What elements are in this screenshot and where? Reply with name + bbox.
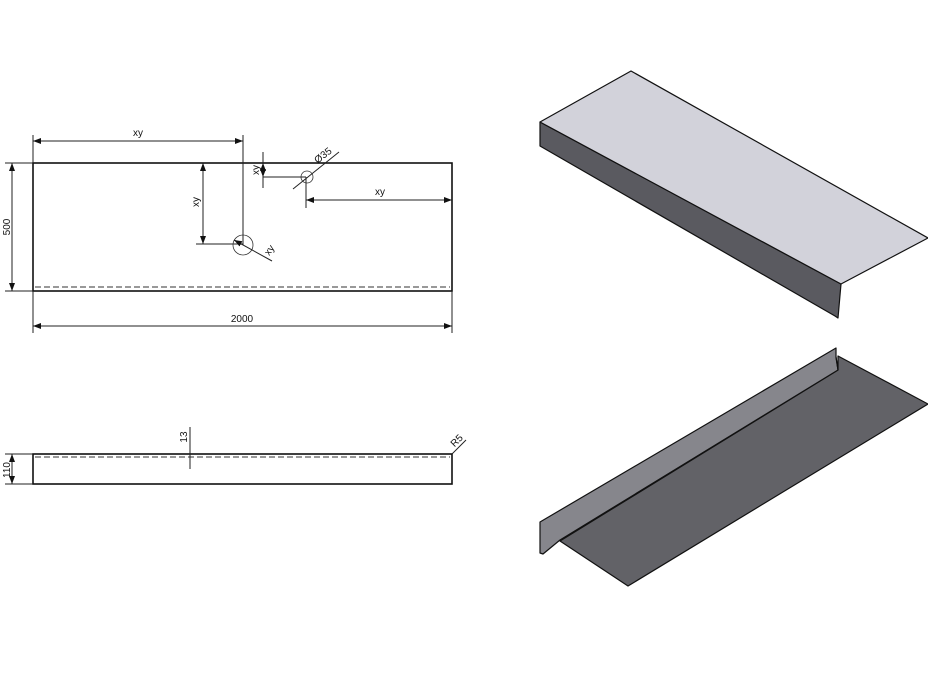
top-view: 2000 500 xy xy xy xy xy Ø35: [2, 128, 453, 333]
hole1-diameter-label: xy: [263, 243, 278, 258]
hole2-x-label: xy: [375, 187, 385, 198]
hole1-x-label: xy: [133, 128, 143, 139]
side-view: 110 13 R5: [2, 427, 467, 485]
height-label: 110: [2, 462, 13, 478]
isometric-top-view: [539, 70, 928, 319]
radius-label: R5: [449, 433, 466, 450]
side-outline: [32, 453, 453, 485]
hole2-y-label: xy: [251, 165, 262, 175]
length-label: 2000: [231, 314, 254, 325]
hole1-y-label: xy: [191, 197, 202, 207]
width-label: 500: [2, 218, 13, 235]
isometric-bottom-view: [539, 347, 928, 587]
thickness-label: 13: [179, 431, 190, 443]
sink-hole: [232, 234, 254, 256]
